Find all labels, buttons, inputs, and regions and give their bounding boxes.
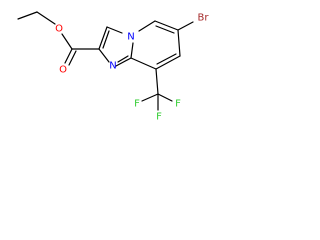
bond-n1-c8a-inner [117, 55, 129, 63]
bond-carbonyl-double-b [68, 50, 77, 66]
bond-c8-c8a [130, 57, 157, 70]
bond-c2-c3 [98, 26, 108, 50]
atom-label-bridge-nitrogen: N [127, 32, 134, 43]
bond-c2-c3-inner [102, 30, 110, 49]
bond-c5-c6-inner [155, 25, 175, 34]
molecule-structure: O O N N Br F F F [17, 11, 209, 123]
bond-c2-n1 [98, 48, 110, 63]
bond-cf3-f-right [157, 93, 173, 102]
atom-labels: O O N N Br F F F [55, 13, 209, 123]
atom-label-carbonyl-oxygen: O [59, 65, 67, 76]
bond-c6-br [177, 21, 194, 31]
atom-label-ring-nitrogen: N [109, 61, 116, 72]
bond-ch2-o [36, 11, 56, 25]
atom-label-ester-oxygen: O [55, 24, 63, 35]
bond-carbonyl-double-a [64, 48, 73, 64]
atom-label-fluorine-right: F [175, 99, 181, 110]
bond-n1-c8a [115, 57, 132, 67]
bonds [17, 11, 194, 111]
atom-label-fluorine-left: F [134, 99, 140, 110]
bond-c7-c8 [155, 55, 181, 70]
atom-label-bromine: Br [198, 13, 210, 24]
bond-c7-c8-inner [156, 53, 177, 65]
bond-c5-c6 [154, 20, 179, 31]
atom-label-fluorine-bottom: F [156, 112, 162, 123]
bond-n4-c5 [138, 20, 156, 32]
bond-c8-cf3 [155, 68, 159, 95]
bond-cf3-f-left [141, 93, 159, 102]
bond-c6-c7 [177, 29, 181, 57]
bond-c3-n4 [106, 26, 123, 34]
bond-ch3-ch2 [17, 11, 38, 20]
bond-n4-c8a [130, 42, 134, 59]
bond-o-carbonyl [61, 33, 73, 50]
